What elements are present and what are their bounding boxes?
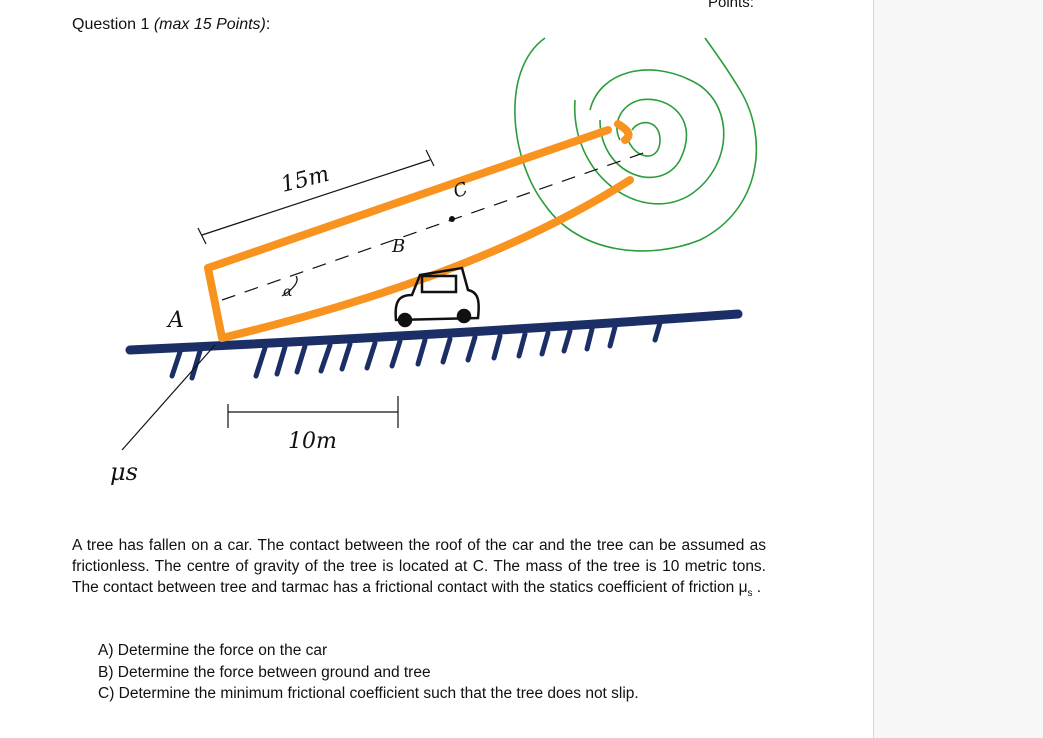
dimension-15m bbox=[197, 149, 435, 245]
problem-paragraph-end: . bbox=[752, 579, 762, 596]
question-points: (max 15 Points) bbox=[153, 16, 266, 33]
question-title: Question 1 (max 15 Points): bbox=[72, 16, 270, 34]
points-label: Points: bbox=[708, 0, 754, 11]
tree-trunk bbox=[204, 120, 634, 342]
angle-arc bbox=[281, 275, 298, 297]
problem-sketch: 15m 10m A B C α μs bbox=[110, 37, 758, 486]
ground bbox=[125, 309, 743, 381]
mu-symbol: μ bbox=[738, 579, 748, 596]
question-prefix: Question 1 bbox=[72, 16, 154, 33]
task-a: A) Determine the force on the car bbox=[98, 642, 328, 659]
label-10m: 10m bbox=[288, 429, 337, 454]
label-mu-s: μs bbox=[110, 458, 138, 486]
problem-paragraph: A tree has fallen on a car. The contact … bbox=[72, 537, 766, 596]
question-suffix: : bbox=[265, 16, 271, 33]
friction-pointer bbox=[121, 344, 216, 451]
problem-statement: A tree has fallen on a car. The contact … bbox=[72, 535, 766, 604]
tree-crown bbox=[514, 37, 758, 252]
label-15m: 15m bbox=[278, 162, 331, 198]
label-point-a: A bbox=[166, 308, 184, 333]
ground-hatching bbox=[169, 320, 663, 381]
point-c-marker bbox=[449, 216, 455, 222]
mu-subscript: s bbox=[747, 588, 753, 600]
label-point-b: B bbox=[391, 236, 405, 257]
label-angle: α bbox=[283, 284, 293, 300]
dimension-10m bbox=[227, 396, 399, 428]
task-b: B) Determine the force between ground an… bbox=[98, 663, 431, 681]
right-side-panel bbox=[873, 0, 1043, 738]
task-c: C) Determine the minimum frictional coef… bbox=[98, 685, 639, 702]
car bbox=[394, 266, 480, 328]
task-list: A) Determine the force on the car B) Det… bbox=[98, 640, 639, 705]
document-page: Points: Question 1 (max 15 Points): bbox=[72, 0, 766, 705]
tree-axis bbox=[221, 149, 653, 301]
